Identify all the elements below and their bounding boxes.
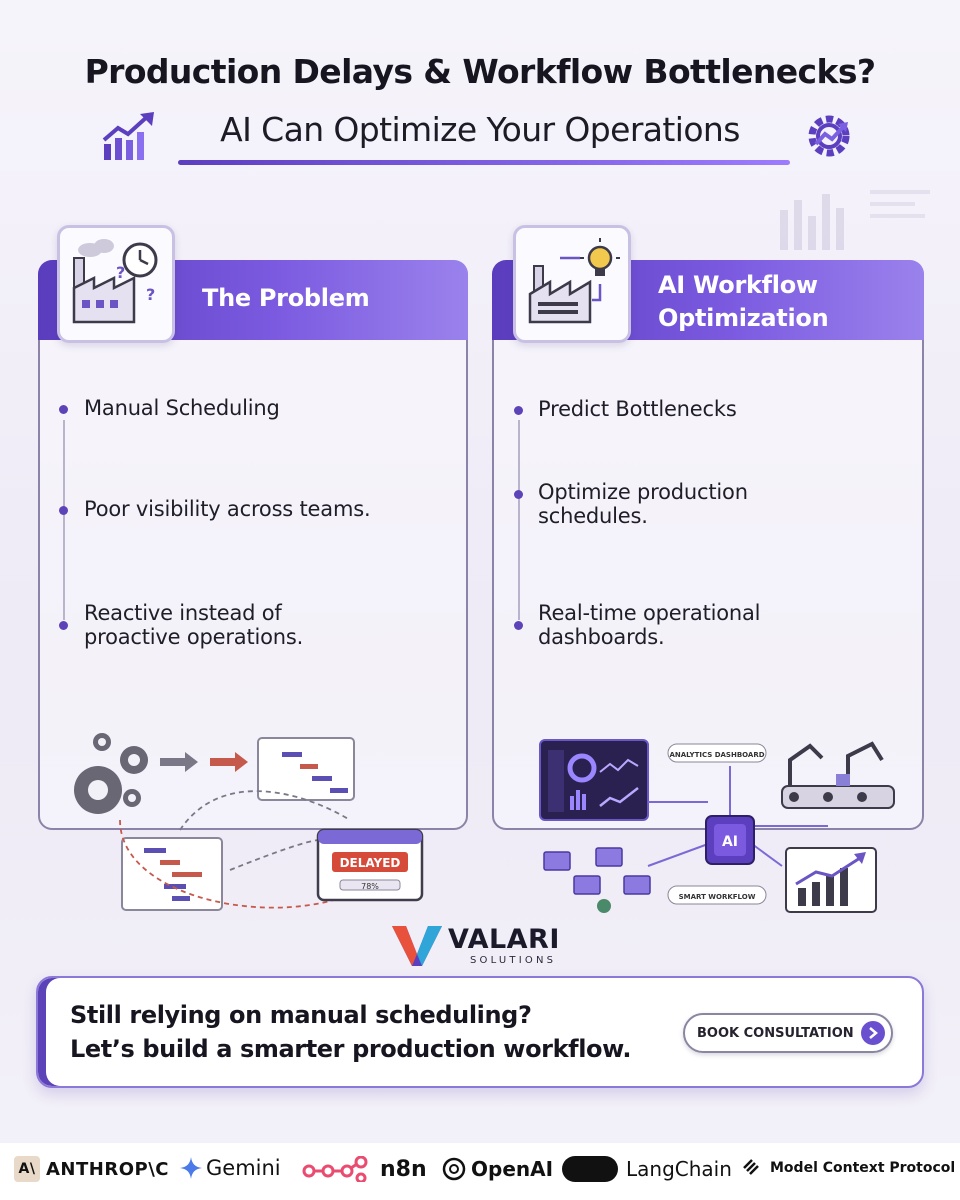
- anthropic-label: ANTHROP\C: [46, 1158, 169, 1180]
- bullet-dot: [59, 506, 68, 515]
- partner-footer: [0, 1143, 960, 1200]
- footer-gemini: Gemini: [180, 1156, 281, 1180]
- valari-logo-icon: [392, 926, 442, 966]
- footer-langchain: LangChain: [562, 1156, 732, 1182]
- folder-flow-icons: [543, 847, 651, 895]
- bullet-dot: [514, 621, 523, 630]
- smart-workflow-label: SMART WORKFLOW: [679, 893, 756, 901]
- footer-mcp: Model Context Protocol: [740, 1156, 955, 1180]
- problem-panel: [38, 262, 468, 830]
- svg-text:?: ?: [146, 285, 155, 304]
- analytics-label: ANALYTICS DASHBOARD: [669, 751, 764, 759]
- bullet-dot: [514, 490, 523, 499]
- gemini-icon: [180, 1157, 202, 1179]
- solution-timeline: [518, 420, 520, 620]
- gears-icon: [74, 733, 148, 814]
- solution-item-3-line2: dashboards.: [538, 625, 665, 649]
- openai-icon: [442, 1157, 466, 1181]
- n8n-icon: [302, 1156, 368, 1182]
- problem-item-1: Manual Scheduling: [84, 396, 280, 420]
- problem-timeline: [63, 420, 65, 620]
- solution-item-1: Predict Bottlenecks: [538, 397, 737, 421]
- n8n-label: n8n: [380, 1156, 427, 1182]
- ai-workflow-illustration: ANALYTICS DASHBOARD AI SMART WORKFLOW: [539, 739, 895, 913]
- background-decoration: [780, 190, 930, 250]
- solution-item-2-line2: schedules.: [538, 504, 648, 528]
- problem-item-3-line1: Reactive instead of: [84, 601, 282, 625]
- bullet-dot: [59, 621, 68, 630]
- factory-clock-icon: ? ?: [57, 225, 175, 343]
- subtitle-underline: [178, 160, 790, 165]
- gemini-label: Gemini: [206, 1156, 281, 1180]
- problem-item-2: Poor visibility across teams.: [84, 497, 371, 521]
- svg-text:?: ?: [116, 263, 125, 282]
- brand-tagline: SOLUTIONS: [470, 955, 557, 966]
- gear-arrows-icon: [808, 115, 850, 157]
- chevron-right-icon: [861, 1021, 885, 1045]
- mcp-label: Model Context Protocol: [770, 1160, 956, 1176]
- problem-heading: The Problem: [202, 284, 370, 312]
- cta-message: Still relying on manual scheduling? Let’…: [70, 998, 631, 1066]
- footer-anthropic: A\ ANTHROP\C: [14, 1156, 169, 1182]
- delayed-label: DELAYED: [340, 856, 401, 870]
- factory-idea-icon: [513, 225, 631, 343]
- cta-line-2: Let’s build a smarter production workflo…: [70, 1035, 632, 1063]
- bullet-dot: [514, 406, 523, 415]
- brand-name: VALARI: [448, 924, 560, 955]
- solution-item-2-line1: Optimize production: [538, 480, 748, 504]
- openai-label: OpenAI: [471, 1157, 554, 1181]
- book-consultation-button[interactable]: BOOK CONSULTATION: [683, 1013, 893, 1053]
- book-consultation-label: BOOK CONSULTATION: [697, 1025, 854, 1041]
- langchain-label: LangChain: [626, 1157, 732, 1181]
- problem-item-3-line2: proactive operations.: [84, 625, 304, 649]
- cta-line-1: Still relying on manual scheduling?: [70, 1001, 532, 1029]
- solution-heading-line1: AI Workflow: [658, 271, 818, 299]
- delayed-workflow-illustration: DELAYED 78%: [74, 733, 424, 911]
- footer-openai: OpenAI: [441, 1156, 553, 1182]
- solution-heading-line2: Optimization: [658, 304, 829, 332]
- solution-item-3-line1: Real-time operational: [538, 601, 761, 625]
- mcp-icon: [743, 1159, 759, 1175]
- robot-arm-icon: [781, 741, 895, 809]
- page-title: Production Delays & Workflow Bottlenecks…: [84, 52, 876, 91]
- chart-up-icon: [102, 112, 154, 160]
- ai-chip-label: AI: [722, 834, 738, 850]
- bullet-dot: [59, 405, 68, 414]
- langchain-icon: [562, 1156, 618, 1182]
- progress-label: 78%: [361, 882, 379, 891]
- footer-n8n: n8n: [302, 1156, 427, 1182]
- solution-heading: AI Workflow Optimization: [658, 269, 829, 335]
- page-subtitle: AI Can Optimize Your Operations: [220, 110, 740, 149]
- anthropic-icon: A\: [14, 1156, 40, 1182]
